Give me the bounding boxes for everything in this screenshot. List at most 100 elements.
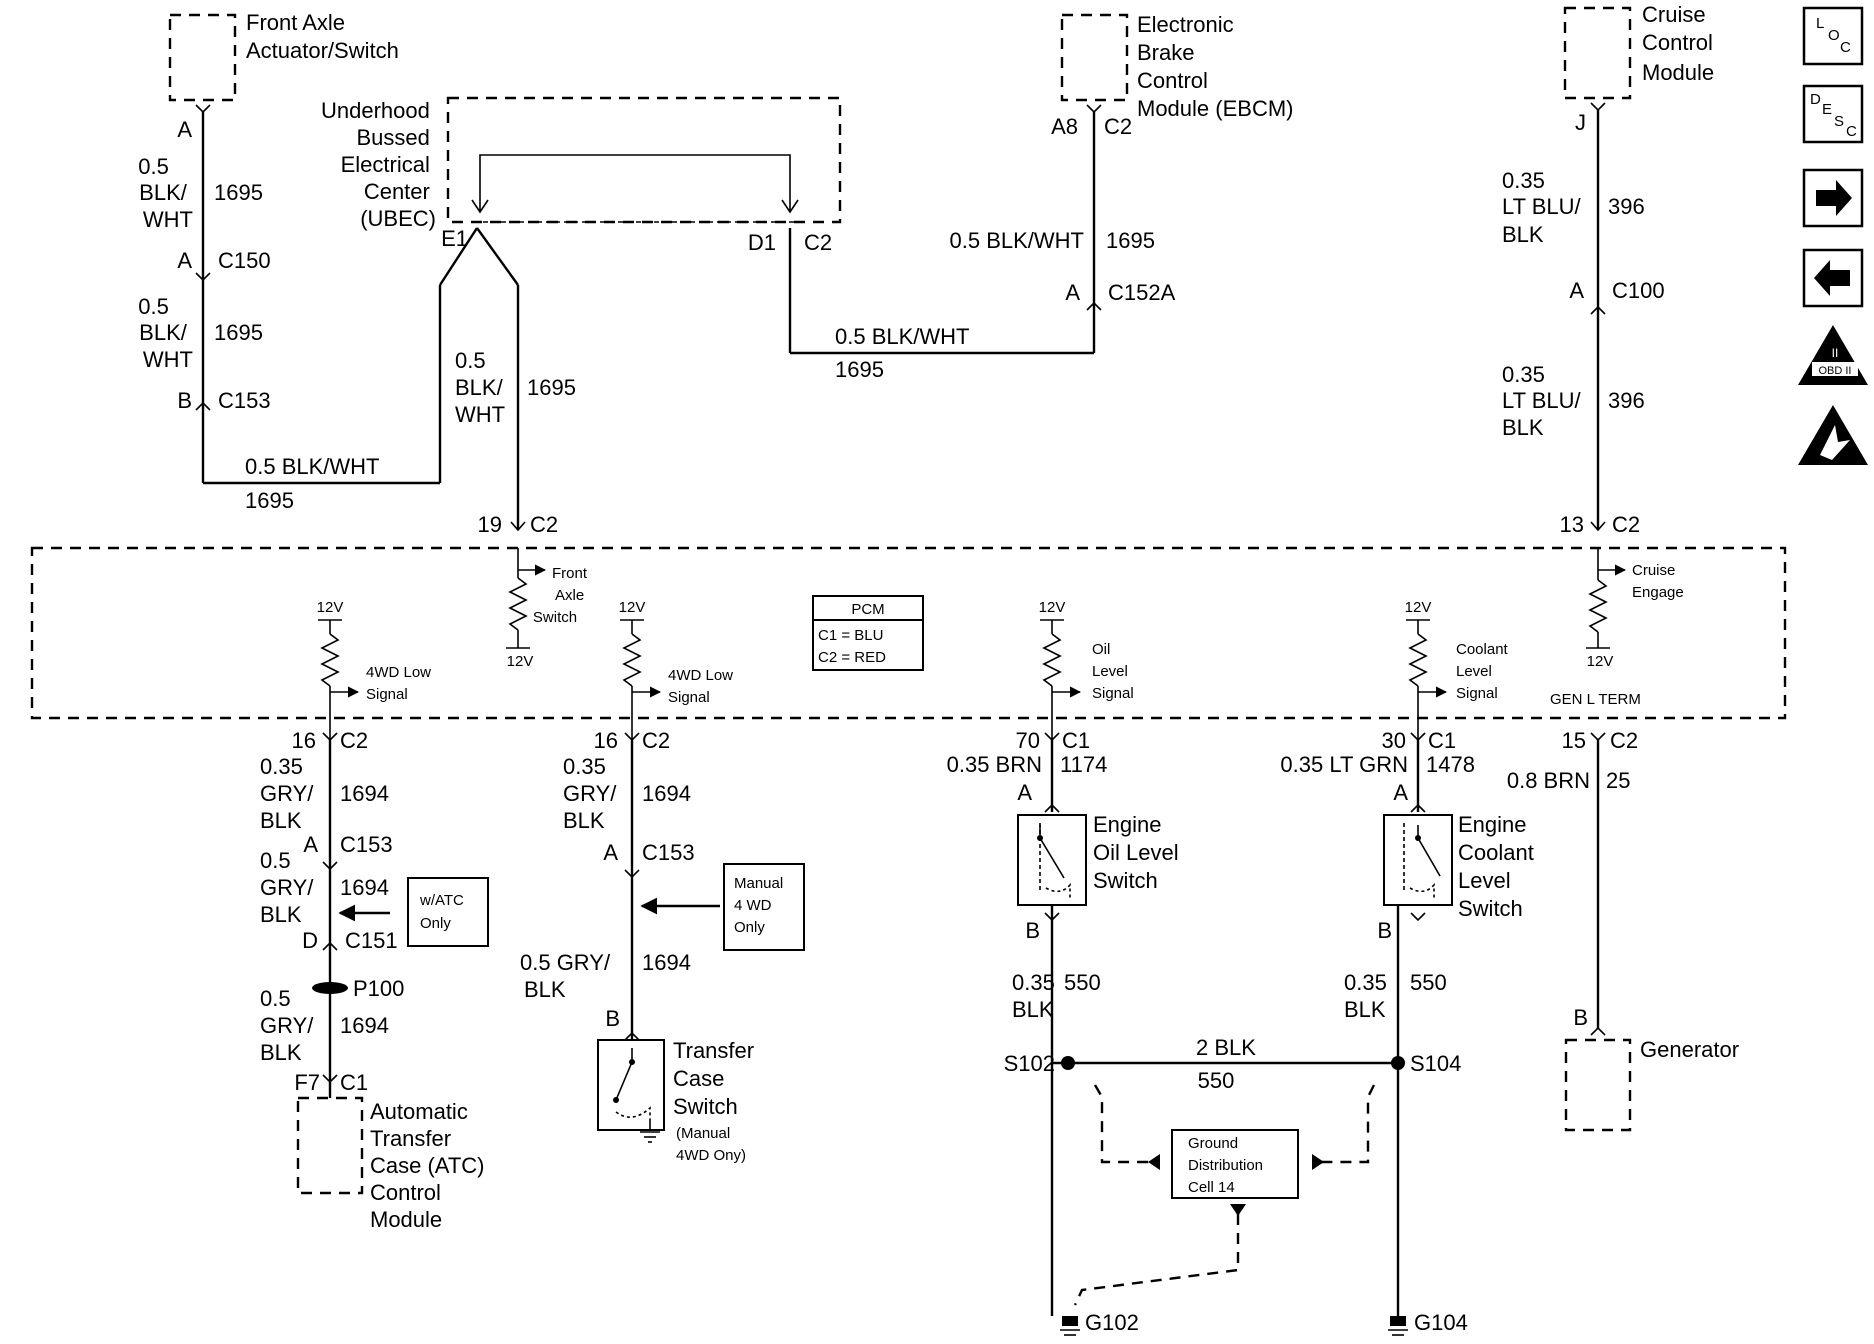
svg-text:Cruise Engage: Cruise Engage xyxy=(1632,562,1684,601)
c153-pin: B xyxy=(177,388,192,413)
coolant-pin-b: B xyxy=(1377,918,1392,943)
circuit-w1: 1695 xyxy=(214,180,263,205)
c150-pin: A xyxy=(177,248,192,273)
ubec-internal-link xyxy=(479,154,791,212)
c152a-pin: A xyxy=(1065,280,1080,305)
wire-label-w8: 0.35 LT BLU/ BLK xyxy=(1502,362,1587,440)
circuit-w17: 550 xyxy=(1064,970,1101,995)
c153l-pin: A xyxy=(303,832,318,857)
pin-ubec-d1: D1 xyxy=(748,230,776,255)
circuit-w7: 396 xyxy=(1608,194,1645,219)
atc-module-label: Automatic Transfer Case (ATC) Control Mo… xyxy=(370,1099,491,1232)
svg-text:PCM: PCM xyxy=(851,601,884,618)
pin-16-b: 16 xyxy=(594,728,618,753)
wire-label-w10: 0.5 GRY/ BLK xyxy=(260,848,320,927)
circuit-w14: 1174 xyxy=(1060,752,1107,777)
circuit-w10: 1694 xyxy=(340,875,389,900)
circuit-w18: 550 xyxy=(1410,970,1447,995)
transfer-switch-note: (Manual 4WD Ony) xyxy=(676,1125,746,1164)
circuit-w2: 1695 xyxy=(214,320,263,345)
pin-30: 30 xyxy=(1382,728,1406,753)
p100-label: P100 xyxy=(353,976,404,1001)
splice-s102-label: S102 xyxy=(1004,1051,1055,1076)
svg-text:L: L xyxy=(1816,15,1824,32)
next-button[interactable] xyxy=(1802,168,1864,228)
svg-text:E: E xyxy=(1822,101,1832,118)
pin-16-a: 16 xyxy=(292,728,316,753)
c151-label: C151 xyxy=(345,928,398,953)
front-axle-switch-label: Front Axle Actuator/Switch xyxy=(246,10,399,63)
circuit-w16: 25 xyxy=(1606,768,1630,793)
wire-label-w18: 0.35 BLK xyxy=(1344,970,1393,1022)
coolant-pin-a: A xyxy=(1393,780,1408,805)
pcm-legend: PCM C1 = BLU C2 = RED xyxy=(812,595,924,671)
c152a-label: C152A xyxy=(1108,280,1176,305)
wire-label-w6: 0.5 BLK/WHT xyxy=(950,228,1084,253)
back-button[interactable] xyxy=(1802,248,1864,308)
wire-label-w7: 0.35 LT BLU/ BLK xyxy=(1502,168,1587,247)
wire-label-w19: 2 BLK xyxy=(1196,1035,1256,1060)
ground-distribution-box xyxy=(1171,1129,1299,1199)
ground-g104-label: G104 xyxy=(1414,1310,1468,1335)
generator-label: Generator xyxy=(1640,1037,1739,1062)
engine-coolant-level-switch xyxy=(1383,814,1453,906)
engine-oil-level-switch xyxy=(1017,814,1087,906)
pcm-cruise-circuit: 12V Cruise Engage xyxy=(1586,548,1684,670)
circuit-w4: 1695 xyxy=(527,375,576,400)
pin-front-axle-a: A xyxy=(177,117,192,142)
svg-text:C: C xyxy=(1840,39,1851,56)
desc-button[interactable]: D E S C xyxy=(1802,84,1864,144)
circuit-w19: 550 xyxy=(1198,1068,1235,1093)
ground-g102 xyxy=(1060,1316,1080,1336)
svg-text:S: S xyxy=(1834,113,1844,130)
pcm-pin-19: 19 xyxy=(478,512,502,537)
circuit-w8: 396 xyxy=(1608,388,1645,413)
svg-text:C2 = RED: C2 = RED xyxy=(818,649,886,666)
svg-text:C: C xyxy=(1846,123,1857,140)
wire-label-w12: 0.35 GRY/ BLK xyxy=(563,754,623,833)
obd-ii-button[interactable]: OBD II II xyxy=(1798,325,1868,385)
pin-30-conn: C1 xyxy=(1428,728,1456,753)
pcm-pin-13-conn: C2 xyxy=(1612,512,1640,537)
circuit-w9: 1694 xyxy=(340,781,389,806)
pin-15-conn: C2 xyxy=(1610,728,1638,753)
splice-s102 xyxy=(1061,1056,1075,1070)
wire-label-w17: 0.35 BLK xyxy=(1012,970,1061,1022)
pin-ebcm-c2: C2 xyxy=(1104,114,1132,139)
pcm-pin-13: 13 xyxy=(1560,512,1584,537)
loc-button[interactable]: L O C xyxy=(1802,6,1864,66)
c153m-label: C153 xyxy=(642,840,695,865)
svg-text:12V: 12V xyxy=(1039,599,1066,616)
svg-text:12V: 12V xyxy=(507,653,534,670)
wire-label-w16: 0.8 BRN xyxy=(1507,768,1590,793)
c151-pin: D xyxy=(302,928,318,953)
front-axle-signal-label: Front Axle Switch xyxy=(533,565,591,626)
p100-connector xyxy=(312,982,348,994)
wire-label-w9: 0.35 GRY/ BLK xyxy=(260,754,320,833)
generator-box xyxy=(1564,1038,1632,1132)
front-axle-switch-box xyxy=(168,13,237,102)
wire-label-w14: 0.35 BRN xyxy=(947,752,1042,777)
pin-ubec-c2: C2 xyxy=(804,230,832,255)
c153l-label: C153 xyxy=(340,832,393,857)
pcm-box xyxy=(30,546,1787,720)
c100-pin: A xyxy=(1569,278,1584,303)
svg-text:12V: 12V xyxy=(317,599,344,616)
ebcm-box xyxy=(1060,13,1129,102)
arrow-right-icon xyxy=(1816,180,1852,216)
esd-warning-button[interactable] xyxy=(1798,405,1868,465)
wire-label-w1: 0.5 BLK/ WHT xyxy=(138,154,193,232)
generator-pin-b: B xyxy=(1573,1005,1588,1030)
coolant-switch-label: Engine Coolant Level Switch xyxy=(1458,812,1540,921)
svg-text:OBD II: OBD II xyxy=(1818,365,1851,377)
wire-label-w4: 0.5 BLK/ WHT xyxy=(455,348,509,427)
